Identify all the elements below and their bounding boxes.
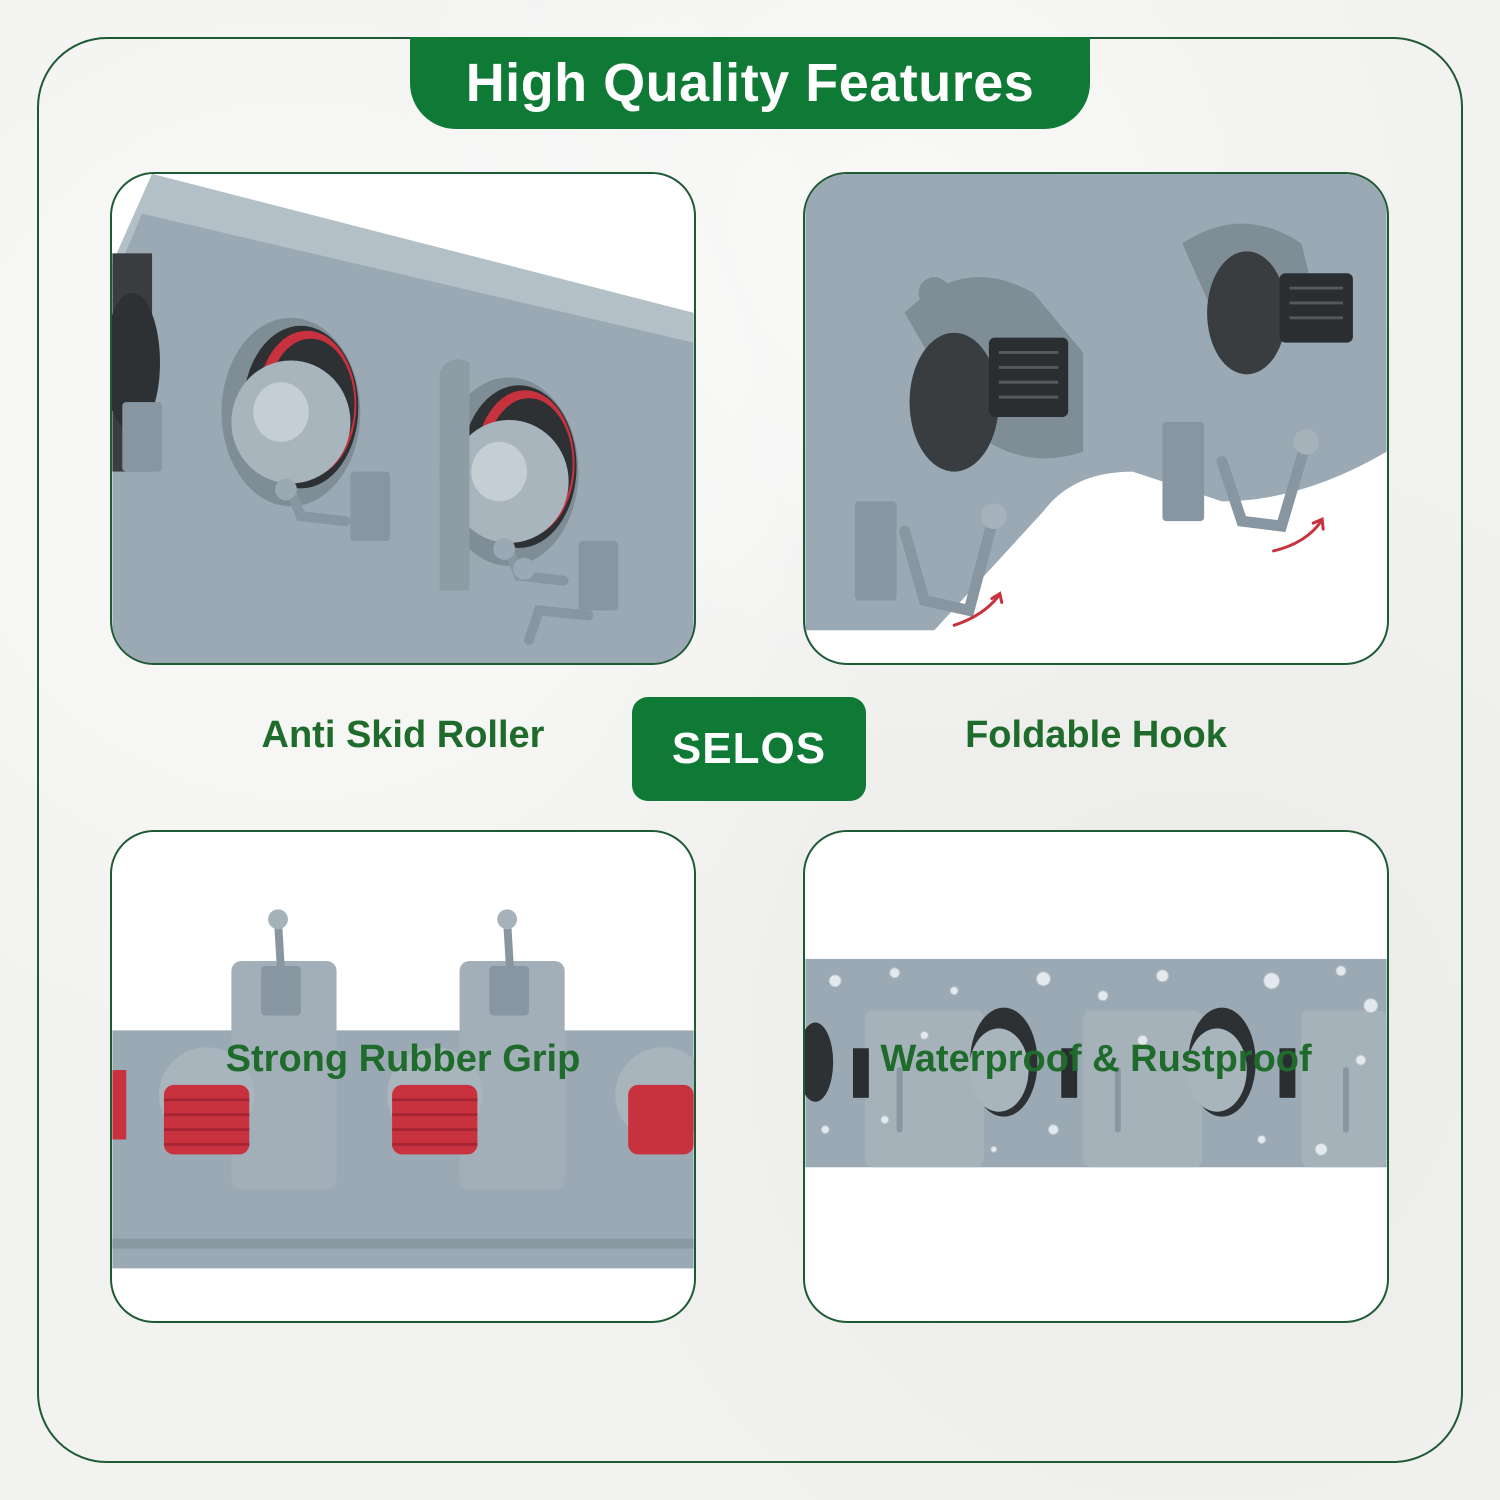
waterproof-illustration	[805, 958, 1387, 1168]
brand-badge: SELOS	[632, 697, 866, 801]
caption-anti-skid-roller: Anti Skid Roller	[261, 714, 545, 756]
feature-photo-foldable-hook	[803, 172, 1389, 665]
caption-strong-rubber-grip: Strong Rubber Grip	[225, 1038, 581, 1080]
hook-closeup-illustration	[805, 174, 1387, 631]
title-banner: High Quality Features	[410, 37, 1090, 129]
caption-waterproof-rustproof: Waterproof & Rustproof	[880, 1038, 1312, 1080]
feature-photo-strong-rubber-grip	[110, 830, 696, 1323]
feature-photo-anti-skid-roller	[110, 172, 696, 665]
roller-closeup-illustration	[112, 174, 694, 663]
brand-name: SELOS	[671, 724, 827, 773]
caption-foldable-hook: Foldable Hook	[965, 714, 1227, 756]
feature-photo-waterproof-rustproof	[803, 830, 1389, 1323]
page-title: High Quality Features	[465, 53, 1035, 113]
rubber-grip-illustration	[112, 909, 694, 1269]
